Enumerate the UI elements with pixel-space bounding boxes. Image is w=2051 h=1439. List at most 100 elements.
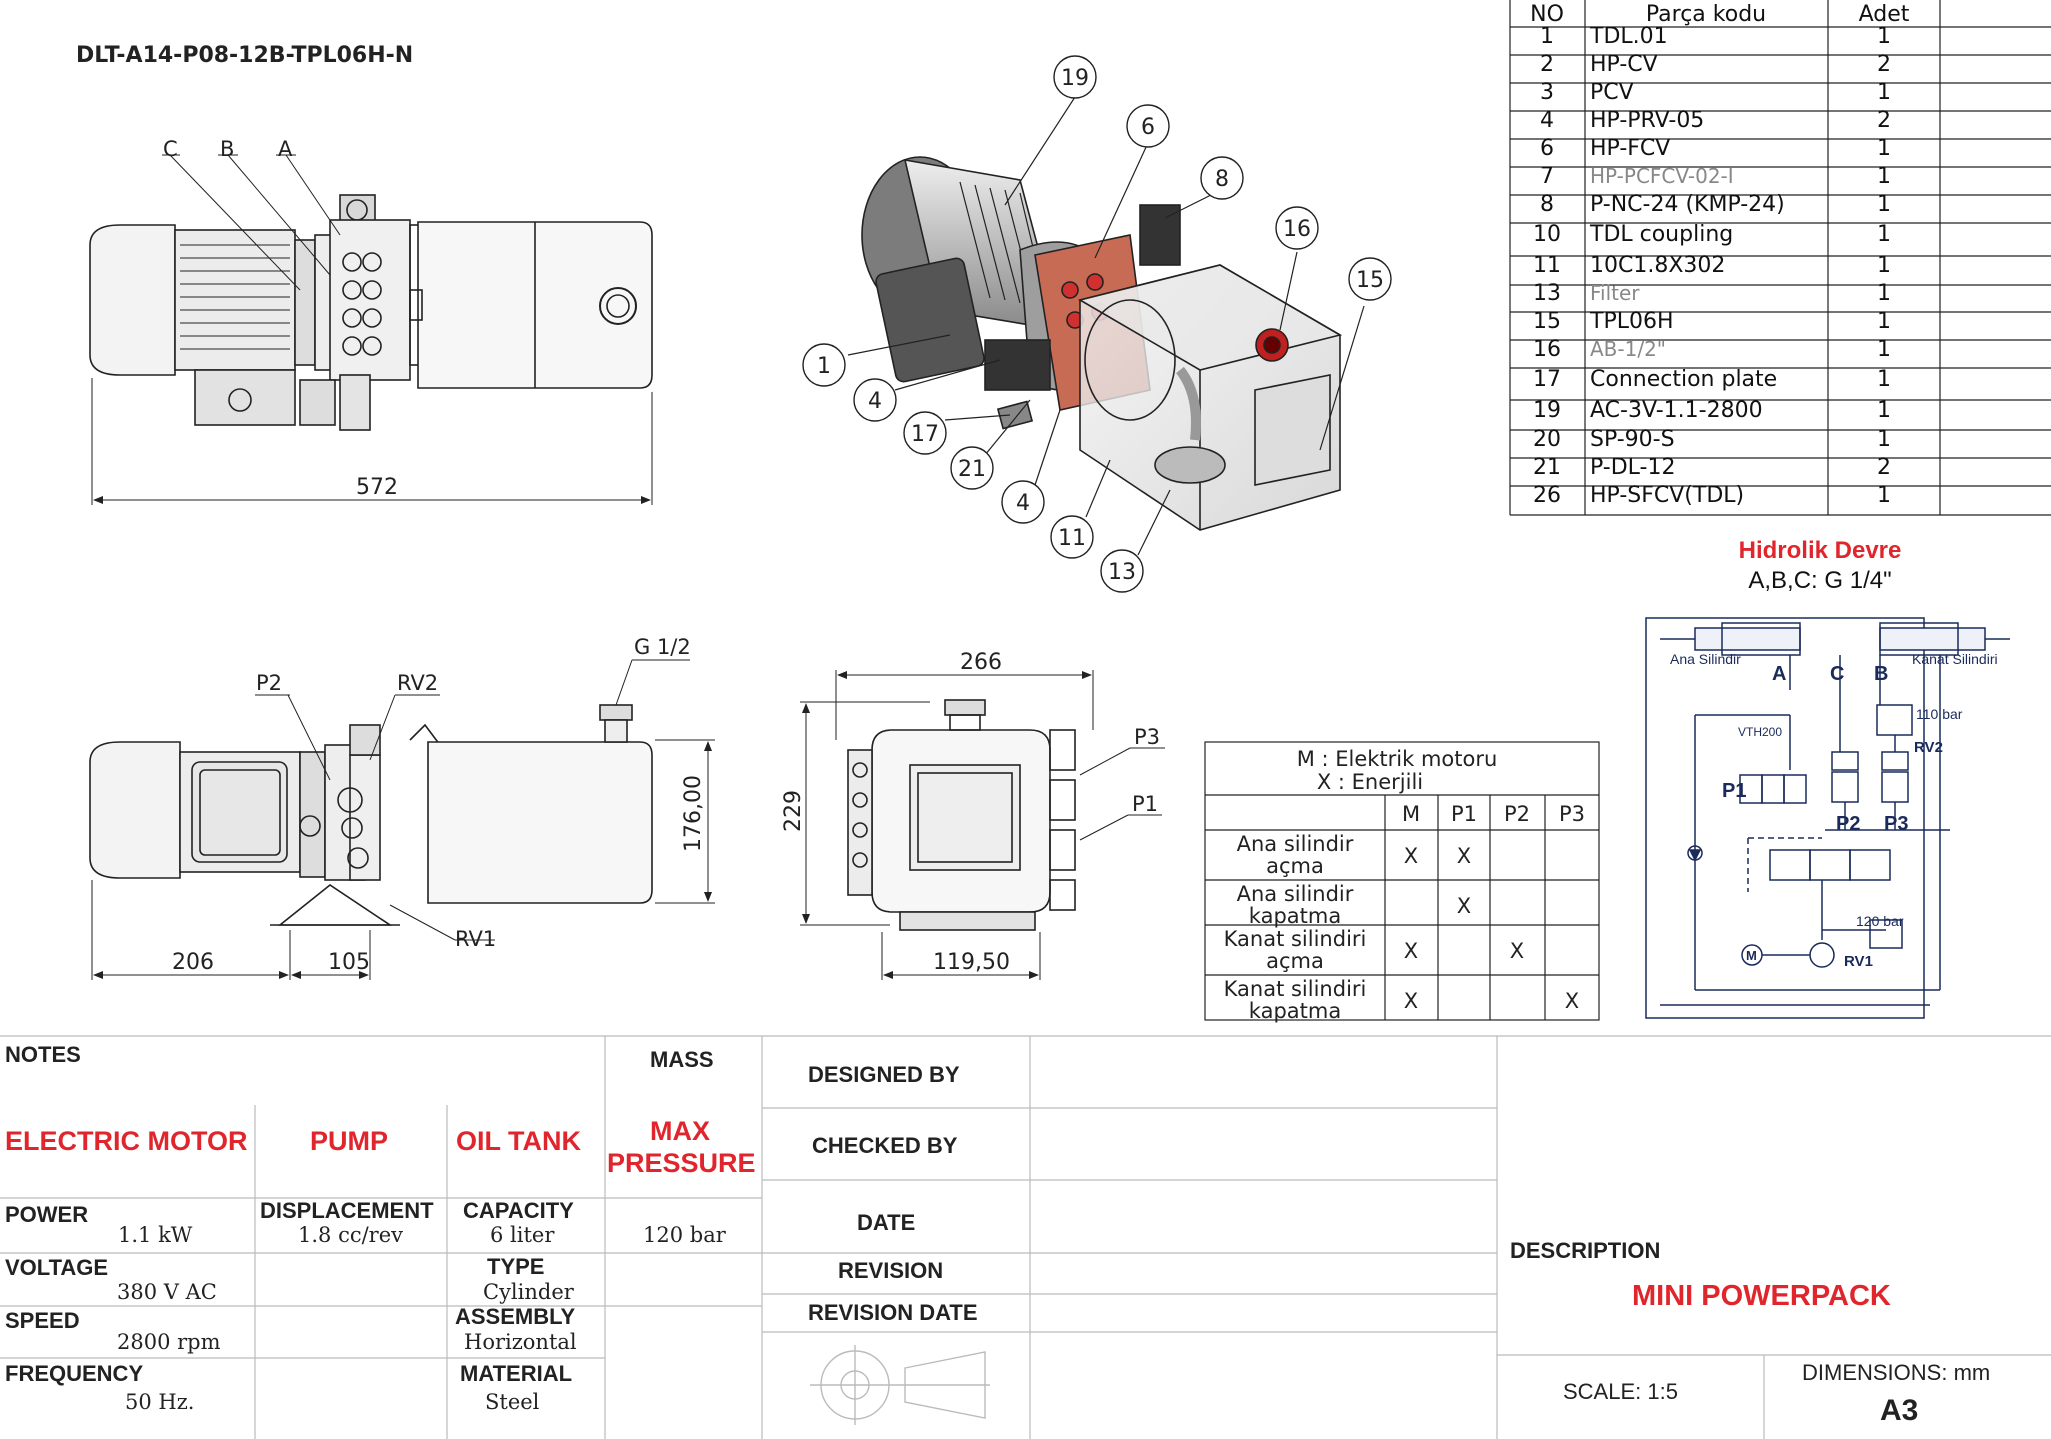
tb-max-pressure-value: 120 bar	[643, 1223, 726, 1247]
balloon-16: 16	[1283, 217, 1311, 242]
circuit-cyl-left: Ana Silindir	[1670, 651, 1741, 667]
bom-cell: TDL.01	[1589, 24, 1668, 49]
switch-row-label: Kanat silindiri	[1224, 977, 1367, 1001]
switch-cell: X	[1457, 894, 1471, 918]
bom-cell: 20	[1533, 427, 1561, 452]
tb-voltage-label: VOLTAGE	[5, 1255, 109, 1280]
switch-cell: X	[1510, 939, 1524, 963]
bom-cell: 2	[1540, 52, 1554, 77]
bom-cell: 4	[1540, 108, 1554, 133]
balloon-17: 17	[911, 422, 939, 447]
tb-dimensions: DIMENSIONS: mm	[1802, 1360, 1991, 1385]
dim-119: 119,50	[933, 950, 1010, 975]
switch-header-p1: P1	[1451, 802, 1477, 826]
bom-cell: 21	[1533, 455, 1561, 480]
tb-speed-value: 2800 rpm	[117, 1330, 221, 1354]
tb-mass: MASS	[650, 1047, 714, 1072]
circuit-cyl-right: Kanat Silindiri	[1912, 651, 1998, 667]
balloon-1: 1	[817, 354, 831, 379]
dim-105: 105	[328, 950, 370, 975]
tb-oil-tank: OIL TANK	[456, 1126, 581, 1156]
part-number: DLT-A14-P08-12B-TPL06H-N	[76, 43, 413, 68]
bom-cell: 1	[1877, 24, 1891, 49]
bom-cell: HP-PCFCV-02-I	[1590, 164, 1734, 188]
bom-cell: P-DL-12	[1590, 455, 1675, 480]
bom-cell: 7	[1540, 164, 1554, 189]
bom-cell: 2	[1877, 455, 1891, 480]
side-view-dims	[91, 659, 715, 980]
tb-speed-label: SPEED	[5, 1308, 80, 1333]
bom-cell: AC-3V-1.1-2800	[1590, 398, 1763, 423]
bom-cell: 2	[1877, 108, 1891, 133]
top-view-dims	[91, 154, 653, 505]
bom-cell: 2	[1877, 52, 1891, 77]
balloon-8: 8	[1215, 167, 1229, 192]
label-g12: G 1/2	[634, 635, 691, 659]
side-view	[89, 704, 653, 926]
label-rv1: RV1	[455, 927, 496, 951]
bom-cell: 15	[1533, 309, 1561, 334]
circuit-port-b: B	[1874, 663, 1888, 685]
bom-cell: 1	[1877, 483, 1891, 508]
switch-cell: X	[1404, 989, 1418, 1013]
bom-cell: P-NC-24 (KMP-24)	[1590, 192, 1785, 217]
bom-cell: 1	[1877, 367, 1891, 392]
bom-cell: TDL coupling	[1589, 222, 1733, 247]
bom-cell: 1	[1877, 136, 1891, 161]
iso-leaders	[847, 96, 1365, 556]
label-p2: P2	[256, 671, 282, 695]
tb-size: A3	[1880, 1394, 1919, 1427]
balloon-6: 6	[1141, 115, 1155, 140]
switch-cell: X	[1457, 844, 1471, 868]
switch-row-label: açma	[1266, 854, 1324, 878]
bom-cell: Connection plate	[1590, 367, 1777, 392]
bom-cell: 11	[1533, 253, 1561, 278]
bom-cell: 1	[1877, 164, 1891, 189]
bom-cell: 3	[1540, 80, 1554, 105]
bom-cell: 1	[1877, 80, 1891, 105]
bom-cell: 10C1.8X302	[1590, 253, 1725, 278]
dim-266: 266	[960, 650, 1002, 675]
bom-cell: HP-FCV	[1590, 136, 1670, 161]
bom-cell: 19	[1533, 398, 1561, 423]
switch-cell: X	[1404, 844, 1418, 868]
bom-cell: 1	[1877, 309, 1891, 334]
bom-cell: Filter	[1590, 281, 1640, 305]
switch-row-label: açma	[1266, 949, 1324, 973]
circuit-subtitle: A,B,C: G 1/4"	[1748, 567, 1891, 594]
dim-572: 572	[356, 475, 398, 500]
dim-229: 229	[781, 790, 806, 832]
switch-row-label: Kanat silindiri	[1224, 927, 1367, 951]
circuit-p2: P2	[1836, 813, 1860, 835]
port-label-b: B	[220, 137, 234, 161]
bom-cell: HP-SFCV(TDL)	[1590, 483, 1744, 508]
tb-material-value: Steel	[485, 1390, 540, 1414]
tb-electric-motor: ELECTRIC MOTOR	[5, 1126, 248, 1156]
port-label-c: C	[163, 137, 178, 161]
circuit-p1: P1	[1722, 780, 1746, 802]
tb-revision-date: REVISION DATE	[808, 1300, 978, 1325]
bom-cell: HP-PRV-05	[1590, 108, 1704, 133]
bom-cell: 1	[1877, 222, 1891, 247]
bom-cell: 16	[1533, 337, 1561, 362]
circuit-rv1: RV1	[1844, 953, 1873, 970]
bom-cell: PCV	[1590, 80, 1634, 105]
hydraulic-circuit	[1645, 617, 2010, 1019]
circuit-port-c: C	[1830, 663, 1844, 685]
bom-cell: 1	[1877, 398, 1891, 423]
tb-capacity-label: CAPACITY	[463, 1198, 574, 1223]
top-view	[89, 194, 653, 431]
switch-header-p3: P3	[1559, 802, 1585, 826]
balloon-11: 11	[1058, 526, 1086, 551]
dim-206: 206	[172, 950, 214, 975]
tb-date: DATE	[857, 1210, 916, 1235]
tb-notes: NOTES	[5, 1042, 81, 1067]
switch-header-m: M	[1402, 802, 1420, 826]
tb-description-label: DESCRIPTION	[1510, 1238, 1661, 1263]
tb-pump: PUMP	[310, 1126, 389, 1156]
balloon-4b: 4	[1016, 491, 1030, 516]
circuit-rv2: RV2	[1914, 739, 1943, 756]
